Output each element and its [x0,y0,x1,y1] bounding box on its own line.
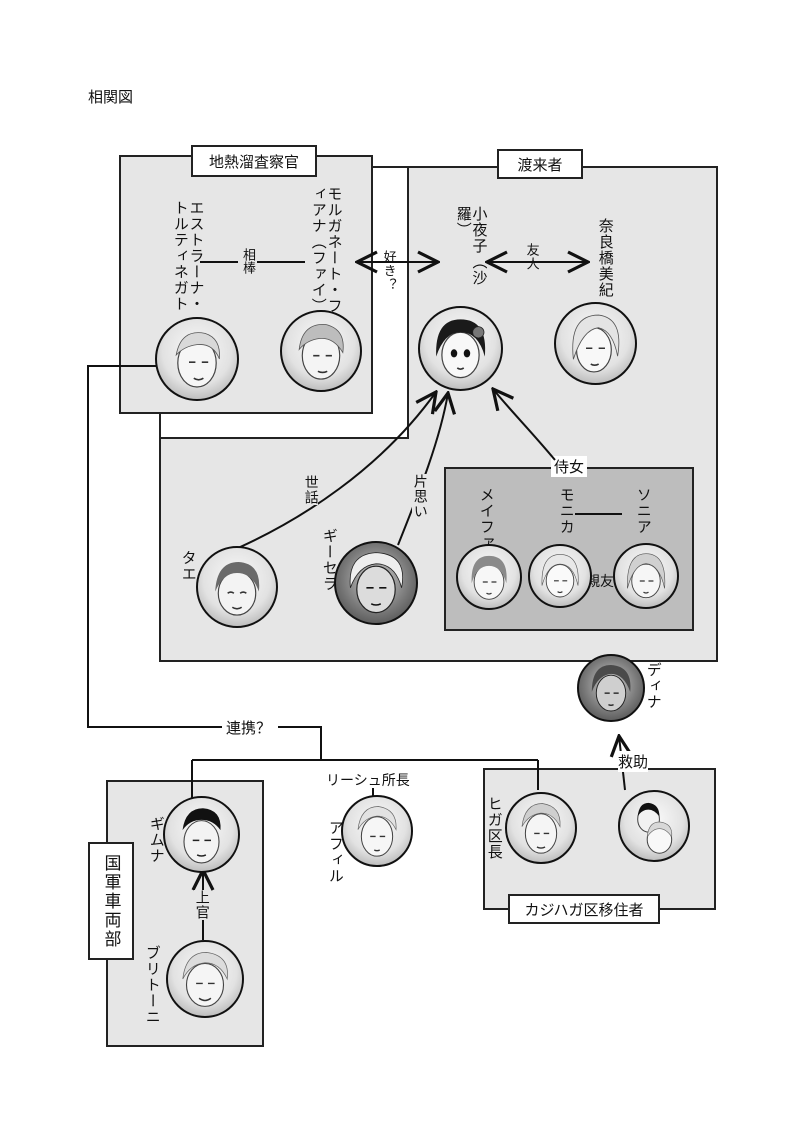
portrait-higa [505,792,577,864]
page-title: 相関図 [88,88,134,106]
rel-best-friend: 親友 [586,574,614,590]
face-icon [182,951,228,1007]
name-tae: タエ [179,550,198,582]
name-sayoko-text: 小夜子（沙羅） [454,206,489,286]
rel-partner-text: 相棒 [240,248,255,274]
line-alliance [87,365,222,728]
portrait-sonia [613,543,679,609]
visitors-notch-edge-h [159,437,409,439]
line-maids [493,389,556,461]
rel-friend: 友人 [523,243,539,271]
name-sayoko: 小夜子（沙羅） [454,206,489,301]
face-icon [637,802,673,854]
name-estrana-text: エストラーナ・トルティネガト [171,200,206,312]
face-icon [591,664,631,712]
face-icon [215,562,260,616]
name-estrana: エストラーナ・トルティネガト [171,200,206,318]
rel-partner: 相棒 [238,248,257,274]
rel-director: リーシュ所長 [326,773,410,789]
rel-likes: 好き？ [380,250,396,292]
portrait-gisela [334,541,418,625]
name-gimna: ギムナ [147,816,166,864]
rel-alliance: 連携？ [226,719,272,737]
face-icon [521,803,561,854]
label-geothermal: 地熱溜査察官 [191,145,317,177]
name-dina: ディナ [644,662,663,710]
portrait-tae [196,546,278,628]
portrait-morgane [280,310,362,392]
line-care [237,392,436,549]
line-alliance-2 [278,726,322,760]
name-higa: ヒガ区長 [485,796,504,860]
rel-care: 世話 [302,475,319,505]
label-visitors: 渡来者 [497,149,583,179]
face-icon [357,806,397,857]
face-icon [298,324,344,380]
visitors-notch-edge-v [407,166,409,438]
portrait-sayoko [418,306,503,391]
name-meifa: メイファ [477,487,496,551]
rel-rescue: 救助 [618,751,649,772]
face-icon [175,332,220,388]
portrait-afil [341,795,413,867]
label-migrants: カジハガ区移住者 [508,894,660,924]
name-afil: アフィル [326,820,345,884]
name-monika: モニカ [557,487,576,535]
portrait-nara [554,302,637,385]
face-icon [349,552,403,614]
face-icon [471,555,507,600]
line-crush [397,393,448,546]
name-sonia: ソニア [634,487,653,535]
rel-crush: 片思い [411,474,428,519]
face-icon [627,553,666,599]
portrait-britoni [166,940,244,1018]
portrait-monika [528,544,592,608]
portrait-dina [577,654,645,722]
face-icon [182,808,221,864]
label-army: 国軍車両部 [88,842,134,960]
portrait-gimna [163,796,240,873]
label-army-text: 国軍車両部 [100,853,121,949]
label-maids: 侍女 [551,456,588,477]
portrait-rescued-pair [618,790,690,862]
name-morgane-text: モルガネート・フィアナ（ファイ） [309,186,344,314]
face-icon [436,319,486,379]
face-icon [572,314,620,373]
name-britoni: ブリトーニ [143,945,162,1025]
portrait-meifa [456,544,522,610]
rel-superior: 上官 [193,890,210,920]
portrait-estrana [155,317,239,401]
name-nara: 奈良橋美紀 [596,218,615,298]
name-morgane: モルガネート・フィアナ（ファイ） [309,186,344,326]
face-icon [541,554,579,598]
